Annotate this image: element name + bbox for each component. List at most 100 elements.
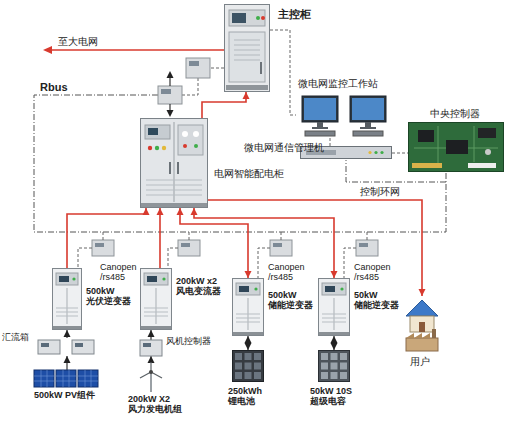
shape: [72, 277, 75, 280]
shape: [406, 338, 438, 351]
inverter-cabinet-graphic: [52, 268, 82, 330]
arrow-head: [331, 336, 338, 343]
node-label: 500kW 储能逆变器: [268, 290, 316, 311]
shape: [225, 5, 270, 92]
shape: [305, 131, 335, 136]
comm-line: [182, 78, 198, 95]
comm-line: [270, 30, 296, 115]
shape: [312, 127, 328, 129]
shape: [331, 353, 338, 360]
arrow-head: [331, 271, 338, 278]
shape: [322, 314, 346, 315]
shape: [239, 286, 249, 292]
shape: [319, 351, 350, 382]
module-panel: [181, 243, 190, 247]
shape: [438, 126, 439, 168]
arrow-head: [243, 92, 250, 99]
inverter-cabinet: 500kW 储能逆变器: [232, 278, 264, 336]
inverter-cabinet: 50kW 储能逆变器: [318, 278, 350, 336]
shape: [353, 131, 383, 136]
comm-module: [92, 240, 114, 256]
battery-rack-graphic: [232, 350, 264, 382]
arrow-head: [167, 110, 174, 117]
shape: [321, 353, 328, 360]
inverter-cabinet-graphic: [318, 278, 350, 336]
comm-line-path: [392, 153, 408, 154]
shape: [446, 140, 468, 154]
shape: [256, 16, 260, 20]
shape: [234, 55, 260, 56]
node-label: 微电网通信管理机: [244, 142, 296, 154]
shape: [360, 127, 376, 129]
shape: [226, 85, 268, 90]
shape: [56, 312, 78, 313]
comm-line: [210, 68, 224, 69]
comm-line-path: [270, 30, 296, 115]
shape: [194, 144, 198, 148]
comm-line: [392, 153, 408, 154]
shape: [56, 376, 76, 377]
node-label: 500kW 光伏逆变器: [86, 286, 136, 307]
arrow-head: [143, 208, 150, 215]
shape: [155, 146, 159, 150]
shape: [322, 322, 346, 323]
shape: [141, 326, 171, 329]
shape: [75, 343, 83, 347]
shape: [234, 60, 260, 61]
module-panel: [95, 243, 104, 247]
shape: [245, 363, 252, 370]
node-label: 50kW 储能逆变器: [354, 290, 402, 311]
arrow-head: [245, 271, 252, 278]
node-label: 汇流箱: [2, 332, 36, 342]
shape: [260, 62, 262, 74]
arrow-head: [64, 356, 71, 363]
shape: [85, 370, 86, 387]
shape: [235, 363, 242, 370]
arrow-head: [177, 208, 184, 215]
shape: [91, 370, 92, 387]
power-line-path: [194, 208, 334, 278]
shape: [233, 279, 264, 336]
shape: [322, 318, 346, 319]
shape: [485, 149, 491, 155]
arrow-head: [245, 336, 252, 343]
shape: [193, 131, 199, 137]
shape: [38, 340, 60, 354]
comm-module: [178, 240, 200, 256]
shape: [34, 376, 54, 377]
shape: [78, 370, 98, 387]
shape: [63, 370, 64, 387]
shape: [147, 276, 157, 282]
power-line-path: [67, 208, 146, 268]
shape: [245, 353, 252, 360]
arrow-head: [148, 330, 155, 337]
node-label: 主控柜: [278, 8, 322, 21]
shape: [140, 340, 162, 356]
free-label: 至大电网: [58, 36, 118, 48]
wind-turbine: 200kW X2 风力发电机组: [134, 362, 168, 392]
shape: [254, 287, 257, 290]
shape: [236, 283, 260, 295]
shape: [261, 16, 265, 20]
shape: [322, 283, 346, 295]
shape: [254, 353, 261, 360]
free-label: Rbus: [40, 81, 80, 94]
node-label: 微电网监控工作站: [298, 78, 408, 90]
pv-panels: 500kW PV组件: [34, 370, 98, 388]
shape: [368, 151, 371, 154]
arrow-head: [419, 289, 426, 296]
shape: [34, 381, 54, 382]
arrow-head: [331, 343, 338, 350]
shape: [162, 277, 165, 280]
shape: [146, 180, 202, 181]
power-line: [67, 208, 150, 268]
arrow-head: [148, 356, 155, 363]
shape: [235, 372, 242, 379]
arrow-head: [64, 330, 71, 337]
shape: [321, 372, 328, 379]
power-line: [191, 208, 338, 278]
shape: [340, 353, 347, 360]
rbus-line: [34, 95, 446, 232]
shape: [56, 370, 76, 387]
